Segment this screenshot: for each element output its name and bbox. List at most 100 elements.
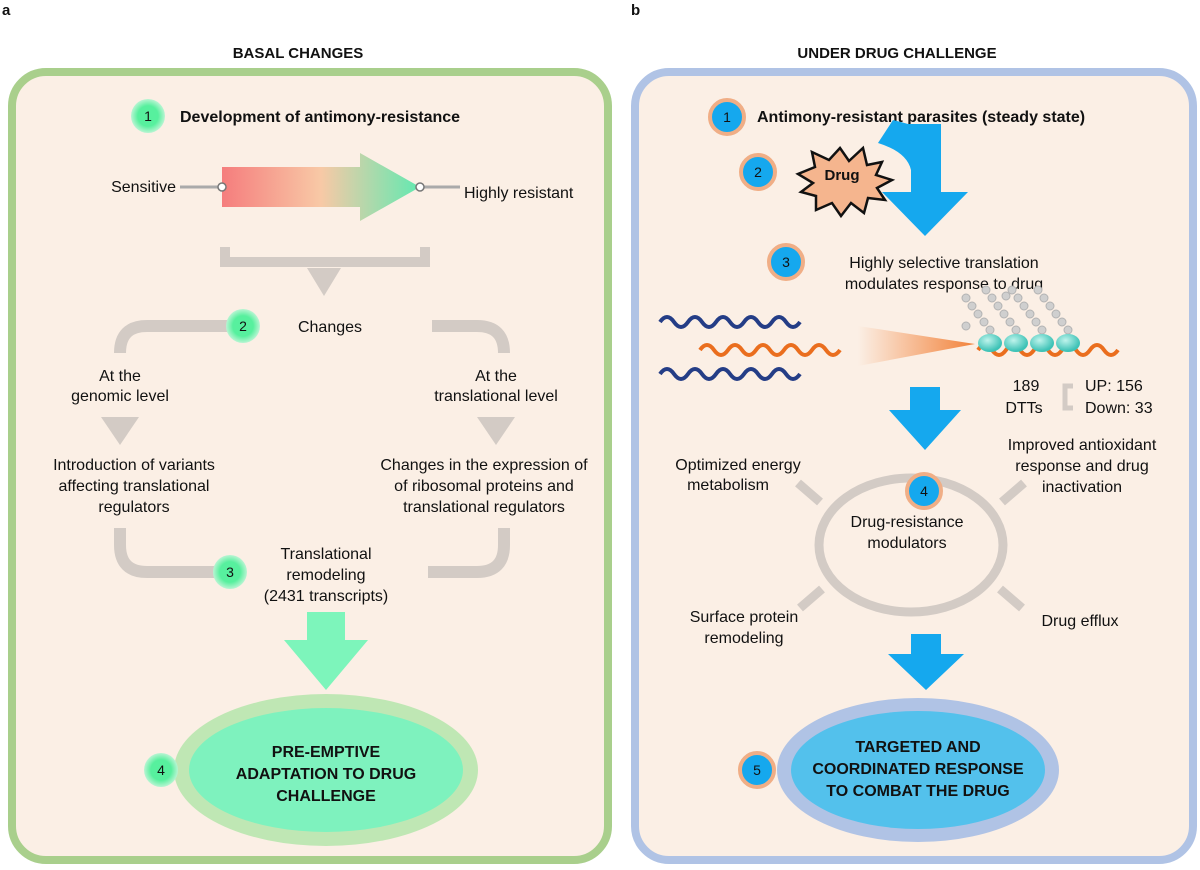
ribosome-4 xyxy=(1056,334,1080,352)
panel-a-frame xyxy=(8,68,612,864)
variants-line2: affecting translational xyxy=(59,478,210,495)
response-line1: TARGETED AND xyxy=(855,739,980,756)
down-count: Down: 33 xyxy=(1085,400,1153,417)
surface-line1: Surface protein xyxy=(690,609,799,626)
drug-curved-arrow xyxy=(878,120,968,236)
panel-a: a BASAL CHANGES 1 Development of antimon… xyxy=(2,2,612,864)
steady-state-text: Antimony-resistant parasites (steady sta… xyxy=(757,109,1085,126)
drug-burst-icon xyxy=(795,145,896,219)
energy-line1: Optimized energy xyxy=(675,457,800,474)
right-branch-curve xyxy=(432,320,510,354)
step-b3-badge xyxy=(767,243,805,281)
drug-label: Drug xyxy=(825,167,860,184)
spoke-surface xyxy=(797,585,825,612)
blue-down-arrow-2 xyxy=(888,634,964,690)
response-line2: COORDINATED RESPONSE xyxy=(812,761,1024,778)
antioxidant-line3: inactivation xyxy=(1042,479,1122,496)
step-2-badge xyxy=(226,309,260,343)
step-b5-number: 5 xyxy=(753,762,761,778)
step-4-badge xyxy=(144,753,178,787)
panel-b: b UNDER DRUG CHALLENGE 1 Antimony-resist… xyxy=(631,2,1197,864)
modulators-line1: Drug-resistance xyxy=(851,514,964,531)
step-3-badge xyxy=(213,555,247,589)
remodeling-line1: Translational xyxy=(280,546,371,563)
translational-level-line2: translational level xyxy=(434,388,558,405)
highly-resistant-label: Highly resistant xyxy=(464,185,574,202)
remodeling-line3: (2431 transcripts) xyxy=(264,588,389,605)
selective-line2: modulates response to drug xyxy=(845,276,1043,293)
modulators-line2: modulators xyxy=(867,535,946,552)
genomic-level-line2: genomic level xyxy=(71,388,169,405)
bracket xyxy=(220,247,430,267)
blue-down-arrow-1 xyxy=(889,387,961,450)
sensitive-label: Sensitive xyxy=(111,179,176,196)
right-down-arrow xyxy=(477,417,515,445)
polysome-icon xyxy=(961,285,1120,357)
step-b4-number: 4 xyxy=(920,483,928,499)
remodeling-line2: remodeling xyxy=(286,567,365,584)
changes-label: Changes xyxy=(298,319,362,336)
peptide-chains xyxy=(961,285,1073,335)
dtts-bracket xyxy=(1062,383,1073,411)
left-merge-curve xyxy=(114,528,215,578)
translational-level-line1: At the xyxy=(475,368,517,385)
step-2-number: 2 xyxy=(239,318,247,334)
step-4-number: 4 xyxy=(157,762,165,778)
expression-line2: of ribosomal proteins and xyxy=(394,478,574,495)
response-line3: TO COMBAT THE DRUG xyxy=(826,783,1009,800)
panel-b-title: UNDER DRUG CHALLENGE xyxy=(797,45,996,62)
adaptation-line1: PRE-EMPTIVE xyxy=(272,744,381,761)
mrna-pool-icon xyxy=(658,315,842,381)
expression-line1: Changes in the expression of xyxy=(380,457,588,474)
step-b4-badge xyxy=(905,472,943,510)
spectrum-left-dot xyxy=(217,182,227,192)
step-b1-number: 1 xyxy=(723,109,731,125)
ribosome-1 xyxy=(978,334,1002,352)
spoke-energy xyxy=(795,479,823,506)
up-count: UP: 156 xyxy=(1085,378,1143,395)
bracket-down-arrow xyxy=(307,268,341,296)
spoke-efflux xyxy=(997,585,1025,612)
step-1-text: Development of antimony-resistance xyxy=(180,109,460,126)
green-down-arrow xyxy=(284,612,368,690)
adaptation-line3: CHALLENGE xyxy=(276,788,376,805)
dtts-label: DTTs xyxy=(1005,400,1042,417)
step-3-number: 3 xyxy=(226,564,234,580)
left-down-arrow xyxy=(101,417,139,445)
ribosome-2 xyxy=(1004,334,1028,352)
panel-a-title: BASAL CHANGES xyxy=(233,45,364,62)
ribosome-3 xyxy=(1030,334,1054,352)
panel-a-label: a xyxy=(2,2,11,19)
mrna-blue-1 xyxy=(658,315,802,329)
panel-b-label: b xyxy=(631,2,640,19)
mrna-blue-2 xyxy=(658,367,802,381)
step-b2-number: 2 xyxy=(754,164,762,180)
step-b3-number: 3 xyxy=(782,254,790,270)
left-branch-curve xyxy=(114,320,228,354)
efflux-label: Drug efflux xyxy=(1041,613,1118,630)
mrna-orange xyxy=(698,343,842,357)
expression-line3: translational regulators xyxy=(403,499,565,516)
adaptation-line2: ADAPTATION TO DRUG xyxy=(236,766,416,783)
selective-line1: Highly selective translation xyxy=(849,255,1038,272)
spectrum-right-dot xyxy=(415,182,425,192)
surface-line2: remodeling xyxy=(704,630,783,647)
dtts-count: 189 xyxy=(1013,378,1040,395)
adaptation-ellipse xyxy=(189,708,463,832)
resistance-gradient-arrow xyxy=(222,153,420,221)
step-b2-badge xyxy=(739,153,777,191)
genomic-level-line1: At the xyxy=(99,368,141,385)
antioxidant-line1: Improved antioxidant xyxy=(1008,437,1157,454)
variants-line1: Introduction of variants xyxy=(53,457,215,474)
energy-line2: metabolism xyxy=(687,477,769,494)
response-ellipse xyxy=(791,711,1045,829)
spoke-antioxidant xyxy=(999,479,1027,506)
selection-cone xyxy=(858,326,975,366)
variants-line3: regulators xyxy=(98,499,169,516)
antioxidant-line2: response and drug xyxy=(1015,458,1148,475)
right-merge-curve xyxy=(428,528,510,578)
step-1-badge xyxy=(131,99,165,133)
step-b1-badge xyxy=(708,98,746,136)
step-b5-badge xyxy=(738,751,776,789)
